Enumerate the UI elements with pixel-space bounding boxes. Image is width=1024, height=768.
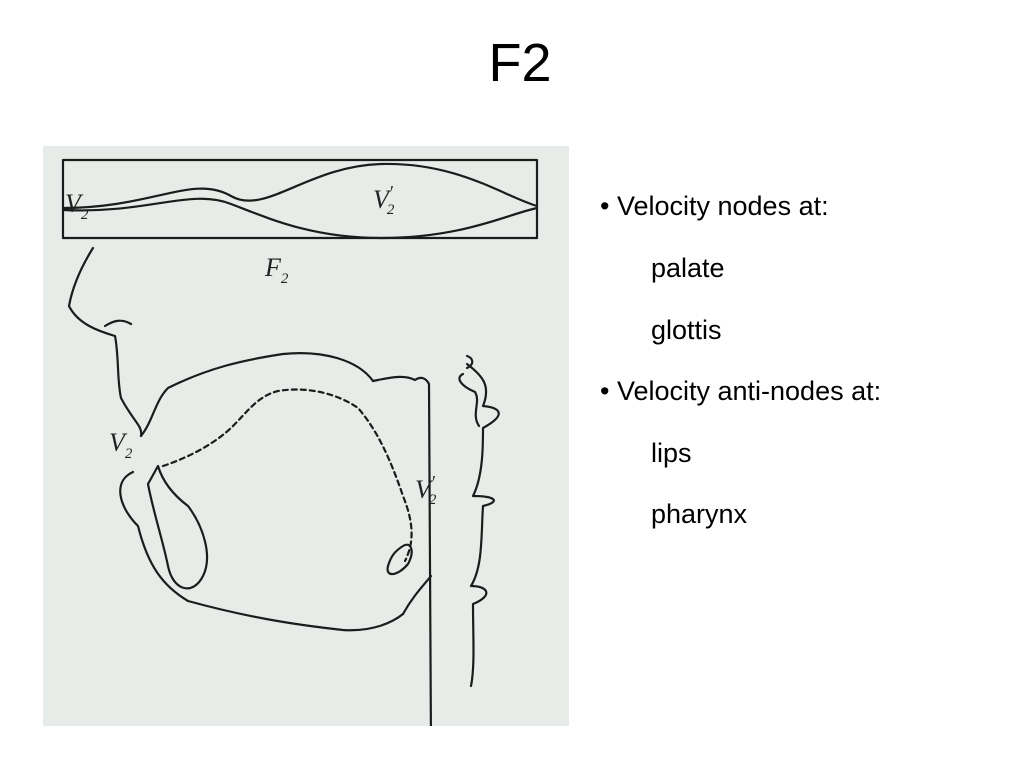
pharynx-velocity-label: V′2: [415, 472, 437, 508]
pharynx-back-wall: [371, 375, 432, 726]
bullet-antinodes-heading: • Velocity anti-nodes at:: [600, 376, 882, 406]
vertebra-tip: [465, 354, 474, 370]
nostril-line: [103, 319, 133, 328]
vocal-tract-diagram: V2 V′2 F2 V2 V′2: [61, 158, 539, 726]
vocal-tract-figure: V2 V′2 F2 V2 V′2: [43, 146, 569, 726]
bullet-nodes-heading: • Velocity nodes at:: [600, 191, 829, 221]
epiglottis: [386, 543, 413, 576]
bullet-antinode-lips: lips: [651, 438, 692, 468]
standing-wave-upper: [61, 162, 539, 210]
slide-title: F2: [488, 33, 552, 93]
tube-left-label: V2: [65, 189, 89, 223]
face-profile-upper: [67, 246, 143, 438]
lips-velocity-label: V2: [109, 428, 133, 462]
palate-line: [139, 352, 375, 438]
larynx-front: [401, 574, 433, 616]
cervical-spine: [465, 362, 500, 688]
formant-label: F2: [264, 253, 289, 287]
bullet-node-glottis: glottis: [651, 315, 722, 345]
tube-outline: [61, 158, 539, 240]
lower-lip-tongue-tip: [146, 464, 208, 590]
standing-wave-lower: [61, 197, 539, 240]
jaw-line: [119, 470, 405, 632]
bullet-node-palate: palate: [651, 253, 725, 283]
bullet-antinode-pharynx: pharynx: [651, 499, 748, 529]
epiglottis-edge: [458, 372, 481, 428]
tongue-contour: [161, 388, 413, 563]
tube-right-label: V′2: [373, 182, 395, 218]
